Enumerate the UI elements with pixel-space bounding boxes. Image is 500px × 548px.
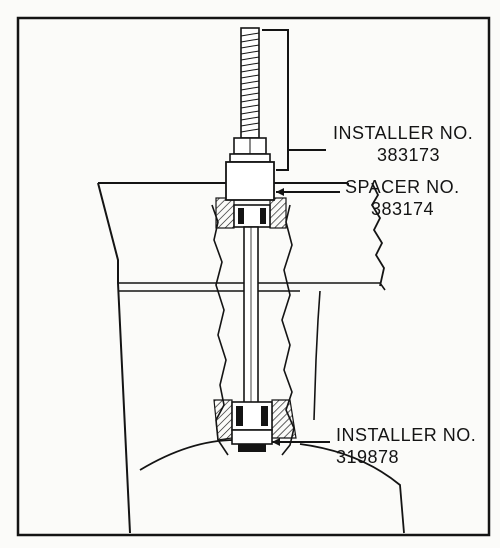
lower-installer-plate — [231, 429, 273, 445]
leader-installer-top — [262, 29, 289, 171]
callout-installer-top: INSTALLER NO. 383173 — [333, 122, 473, 166]
upper-casting-left — [215, 197, 235, 229]
spacer-arrowhead — [276, 188, 284, 196]
housing-broken-edge — [370, 182, 385, 287]
upper-bearing-roller-left — [238, 208, 244, 224]
figure-border — [16, 16, 491, 537]
upper-casting-right — [269, 197, 287, 229]
callout-installer-bottom-number: 319878 — [336, 447, 400, 467]
callout-installer-top-number: 383173 — [377, 145, 441, 165]
callout-installer-bottom-name: INSTALLER NO. — [336, 425, 477, 445]
spacer-body — [225, 161, 275, 201]
lower-installer-base — [238, 444, 266, 452]
upper-bearing-roller-right — [260, 208, 266, 224]
housing-outline — [97, 182, 349, 534]
housing-shelf — [118, 282, 386, 292]
callout-installer-bottom: INSTALLER NO. 319878 — [336, 424, 476, 468]
lower-casting-right — [271, 399, 297, 439]
rod-threads — [240, 32, 260, 133]
lower-cavity — [139, 439, 405, 534]
callout-spacer: SPACER NO. 383174 — [345, 176, 460, 220]
callout-spacer-name: SPACER NO. — [345, 177, 460, 197]
callout-spacer-number: 383174 — [371, 199, 435, 219]
housing-rib — [313, 290, 321, 421]
callout-installer-top-name: INSTALLER NO. — [333, 123, 474, 143]
lower-bearing-roller-right — [261, 406, 268, 426]
lower-bearing-roller-left — [236, 406, 243, 426]
washer — [229, 153, 271, 163]
installer-bottom-arrowhead — [272, 438, 280, 446]
